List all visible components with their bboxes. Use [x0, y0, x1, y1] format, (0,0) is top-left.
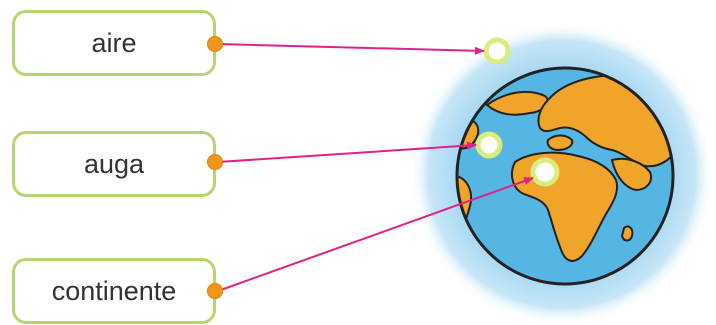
target-point-continent — [533, 160, 557, 184]
target-point-air — [486, 40, 508, 62]
connector-dot-continente[interactable] — [207, 283, 223, 299]
connector-dot-auga[interactable] — [207, 154, 223, 170]
arrow-aire-to-air — [218, 44, 484, 51]
label-box-aire[interactable]: aire — [12, 10, 216, 76]
label-box-auga[interactable]: auga — [12, 131, 216, 197]
label-text-auga: auga — [84, 149, 144, 180]
label-text-continente: continente — [52, 276, 177, 307]
label-box-continente[interactable]: continente — [12, 258, 216, 324]
connector-dot-aire[interactable] — [207, 36, 223, 52]
target-point-water — [478, 134, 500, 156]
label-text-aire: aire — [91, 28, 136, 59]
